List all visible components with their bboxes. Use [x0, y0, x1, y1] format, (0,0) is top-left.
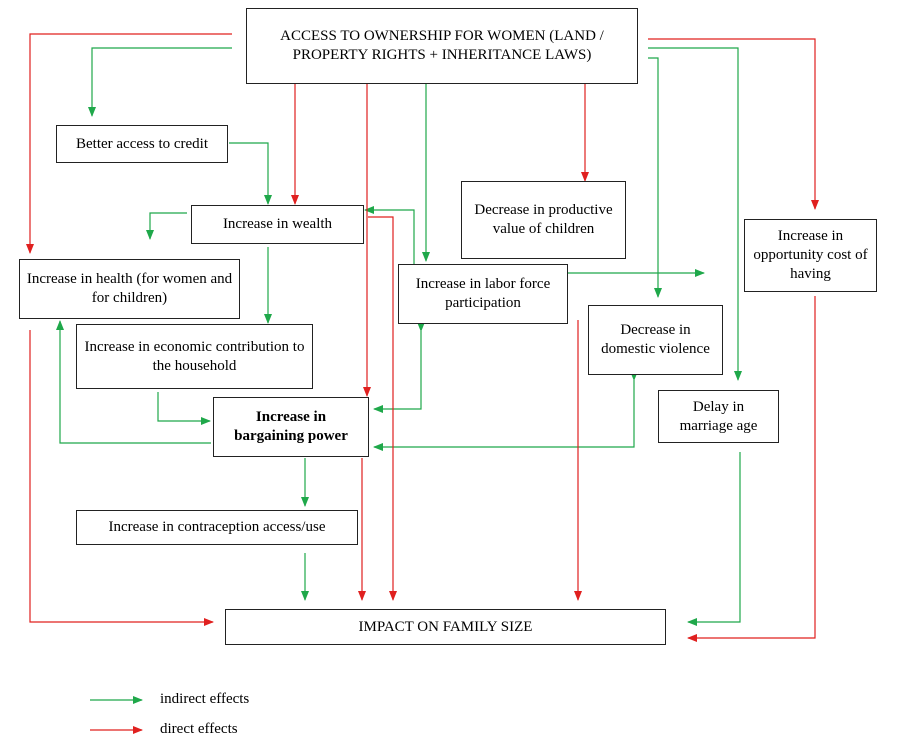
- edge-opportunity-family: [687, 296, 816, 642]
- edge-access-opportunity: [648, 38, 819, 210]
- node-labor-force: Increase in labor force participation: [398, 264, 568, 324]
- node-economic-contribution: Increase in economic contribution to the…: [76, 324, 313, 389]
- node-labor-label: Increase in labor force participation: [415, 276, 551, 311]
- edge-violence-bargaining: [373, 371, 638, 451]
- node-contraception-label: Increase in contraception access/use: [108, 519, 326, 535]
- edge-bargaining-health: [56, 320, 211, 444]
- node-credit-label: Better access to credit: [75, 135, 209, 152]
- edge-wealth-family: [368, 216, 397, 601]
- edge-health-family: [29, 330, 214, 626]
- edge-marriage-family: [687, 452, 741, 626]
- edge-economic-bargaining: [157, 392, 211, 425]
- node-economic-label: Increase in economic contribution to the…: [84, 338, 305, 374]
- node-increase-wealth: Increase in wealth: [191, 205, 364, 244]
- edge-access-violence: [648, 57, 662, 298]
- node-access-label: ACCESS TO OWNERSHIP FOR WOMEN (LAND / PR…: [280, 28, 604, 63]
- node-opportunity-label: Increase in opportunity cost of having: [753, 228, 868, 282]
- node-family-label: IMPACT ON FAMILY SIZE: [358, 618, 533, 635]
- node-marriage-label: Delay in marriage age: [679, 398, 758, 434]
- node-domestic-violence: Decrease in domestic violence: [588, 305, 723, 375]
- edge-access-credit: [88, 47, 232, 117]
- legend-direct-label: direct effects: [160, 721, 238, 737]
- node-wealth-label: Increase in wealth: [222, 216, 333, 232]
- node-bargaining-label: Increase in bargaining power: [234, 409, 348, 444]
- node-access-to-ownership: ACCESS TO OWNERSHIP FOR WOMEN (LAND / PR…: [246, 8, 638, 84]
- node-health-label: Increase in health (for women and for ch…: [26, 271, 233, 306]
- node-contraception: Increase in contraception access/use: [76, 510, 358, 545]
- edge-wealth-left: [146, 212, 187, 240]
- node-increase-health: Increase in health (for women and for ch…: [19, 259, 240, 319]
- edge-access-health: [26, 33, 232, 254]
- node-bargaining-power: Increase in bargaining power: [213, 397, 369, 457]
- node-productive-label: Decrease in productive value of children: [474, 202, 613, 237]
- edge-access-marriage: [648, 47, 742, 381]
- node-marriage-age: Delay in marriage age: [658, 390, 779, 443]
- edge-labor-wealth: [364, 206, 415, 264]
- node-violence-label: Decrease in domestic violence: [601, 322, 710, 357]
- node-family-size: IMPACT ON FAMILY SIZE: [225, 609, 666, 645]
- node-better-credit: Better access to credit: [56, 125, 228, 163]
- edge-labor-bargaining: [373, 322, 425, 413]
- edge-credit-wealth: [229, 142, 272, 205]
- legend-indirect-label: indirect effects: [160, 691, 250, 707]
- node-productive-value: Decrease in productive value of children: [461, 181, 626, 259]
- node-opportunity-cost: Increase in opportunity cost of having: [744, 219, 877, 292]
